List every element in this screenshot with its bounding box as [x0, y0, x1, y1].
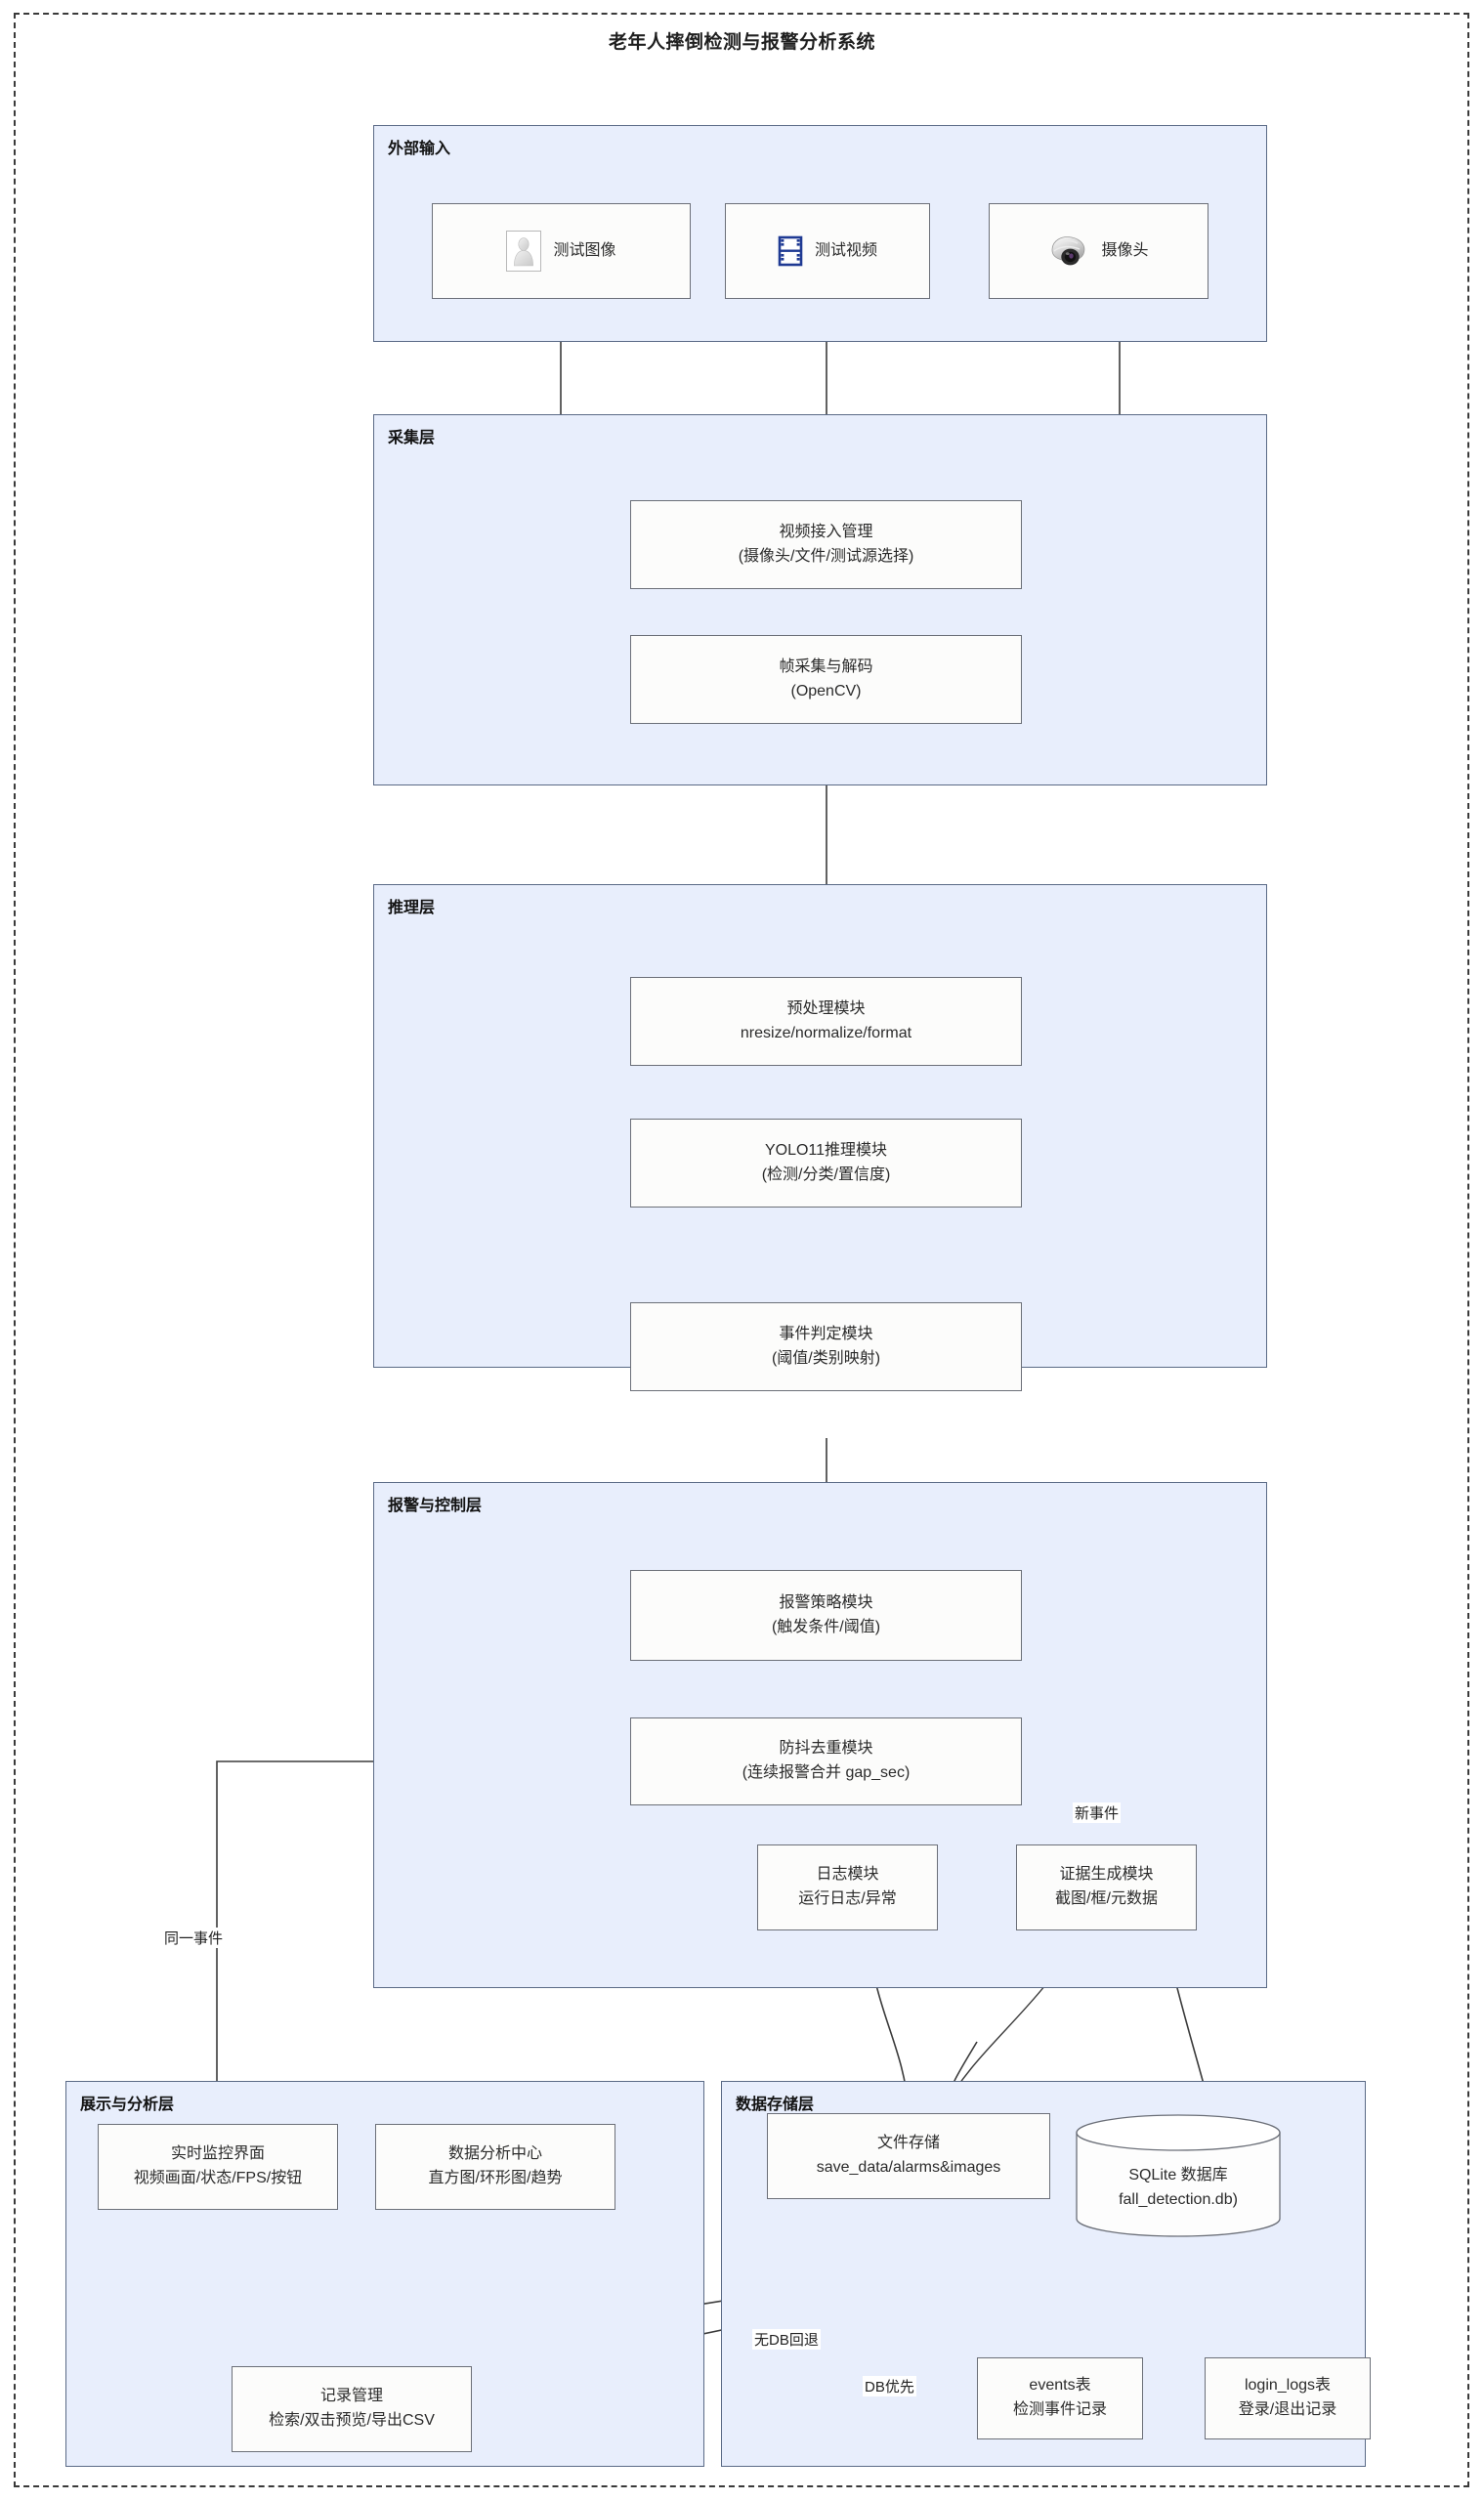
node-events-table-line1: events表	[1029, 2377, 1091, 2395]
node-yolo-line1: YOLO11推理模块	[764, 1141, 888, 1159]
node-evidence-line2: 截图/框/元数据	[1055, 1890, 1158, 1907]
layer-title-inference: 推理层	[388, 900, 436, 916]
node-preprocess-line1: 预处理模块	[786, 999, 866, 1017]
node-preprocess[interactable]: 预处理模块 nresize/normalize/format	[630, 977, 1022, 1066]
node-alarm-policy-line1: 报警策略模块	[779, 1593, 873, 1611]
node-frame-decode-line1: 帧采集与解码	[779, 657, 873, 675]
node-analysis[interactable]: 数据分析中心 直方图/环形图/趋势	[375, 2124, 615, 2210]
node-camera[interactable]: 摄像头	[989, 203, 1208, 299]
node-events-table-line2: 检测事件记录	[1012, 2401, 1107, 2418]
node-record-mgmt[interactable]: 记录管理 检索/双击预览/导出CSV	[232, 2366, 472, 2452]
layer-title-alarm: 报警与控制层	[388, 1498, 483, 1514]
layer-title-capture: 采集层	[388, 430, 436, 446]
node-camera-label: 摄像头	[1101, 241, 1149, 259]
edge-label-same-event: 同一事件	[162, 1928, 226, 1948]
node-test-image-label: 测试图像	[553, 241, 616, 259]
node-alarm-policy-line2: (触发条件/阈值)	[771, 1618, 881, 1635]
node-log-module-line2: 运行日志/异常	[798, 1890, 897, 1907]
node-frame-decode[interactable]: 帧采集与解码 (OpenCV)	[630, 635, 1022, 724]
edge-label-new-event: 新事件	[1073, 1802, 1122, 1823]
layer-title-storage: 数据存储层	[736, 2097, 815, 2113]
node-debounce-line2: (连续报警合并 gap_sec)	[742, 1764, 911, 1781]
node-yolo[interactable]: YOLO11推理模块 (检测/分类/置信度)	[630, 1119, 1022, 1208]
dome-camera-icon	[1048, 234, 1089, 268]
node-test-video-label: 测试视频	[814, 241, 877, 259]
layer-title-external-input: 外部输入	[388, 141, 451, 157]
node-event-decide-line2: (阈值/类别映射)	[771, 1349, 881, 1367]
node-log-module-line1: 日志模块	[816, 1866, 879, 1884]
node-analysis-line2: 直方图/环形图/趋势	[428, 2170, 563, 2186]
node-record-mgmt-line2: 检索/双击预览/导出CSV	[269, 2412, 435, 2429]
outer-dashed-frame	[14, 13, 1469, 2487]
node-video-access-line2: (摄像头/文件/测试源选择)	[738, 547, 914, 565]
node-file-store-line2: save_data/alarms&images	[816, 2159, 1001, 2176]
node-video-access-line1: 视频接入管理	[779, 523, 873, 540]
node-monitor-ui[interactable]: 实时监控界面 视频画面/状态/FPS/按钮	[98, 2124, 338, 2210]
node-file-store[interactable]: 文件存储 save_data/alarms&images	[767, 2113, 1050, 2199]
node-preprocess-line2: nresize/normalize/format	[740, 1024, 912, 1041]
node-monitor-ui-line1: 实时监控界面	[170, 2145, 265, 2163]
node-test-video[interactable]: 测试视频	[725, 203, 930, 299]
node-test-image[interactable]: 测试图像	[432, 203, 691, 299]
node-evidence[interactable]: 证据生成模块 截图/框/元数据	[1016, 1844, 1197, 1930]
node-analysis-line1: 数据分析中心	[447, 2145, 542, 2163]
node-evidence-line1: 证据生成模块	[1059, 1866, 1154, 1884]
node-events-table[interactable]: events表 检测事件记录	[977, 2357, 1143, 2439]
node-event-decide[interactable]: 事件判定模块 (阈值/类别映射)	[630, 1302, 1022, 1391]
node-file-store-line1: 文件存储	[876, 2135, 940, 2152]
node-debounce-line1: 防抖去重模块	[779, 1740, 873, 1758]
layer-capture: 采集层	[373, 414, 1267, 785]
node-yolo-line2: (检测/分类/置信度)	[761, 1166, 891, 1183]
node-log-module[interactable]: 日志模块 运行日志/异常	[757, 1844, 938, 1930]
edge-label-db-first: DB优先	[863, 2376, 916, 2396]
node-frame-decode-line2: (OpenCV)	[790, 682, 862, 699]
node-login-table-line2: 登录/退出记录	[1238, 2401, 1337, 2418]
node-alarm-policy[interactable]: 报警策略模块 (触发条件/阈值)	[630, 1570, 1022, 1661]
layer-title-presentation: 展示与分析层	[80, 2097, 175, 2113]
node-monitor-ui-line2: 视频画面/状态/FPS/按钮	[133, 2170, 303, 2186]
film-strip-icon	[778, 235, 803, 267]
image-placeholder-icon	[506, 231, 542, 272]
node-event-decide-line1: 事件判定模块	[779, 1325, 873, 1342]
node-debounce[interactable]: 防抖去重模块 (连续报警合并 gap_sec)	[630, 1717, 1022, 1805]
node-login-table[interactable]: login_logs表 登录/退出记录	[1205, 2357, 1371, 2439]
node-video-access[interactable]: 视频接入管理 (摄像头/文件/测试源选择)	[630, 500, 1022, 589]
node-login-table-line1: login_logs表	[1244, 2377, 1332, 2395]
edge-label-no-db-fallback: 无DB回退	[752, 2329, 821, 2350]
node-sqlite-db[interactable]: SQLite 数据库 fall_detection.db)	[1075, 2113, 1282, 2238]
node-record-mgmt-line1: 记录管理	[319, 2388, 383, 2405]
page-title: 老年人摔倒检测与报警分析系统	[608, 32, 875, 53]
